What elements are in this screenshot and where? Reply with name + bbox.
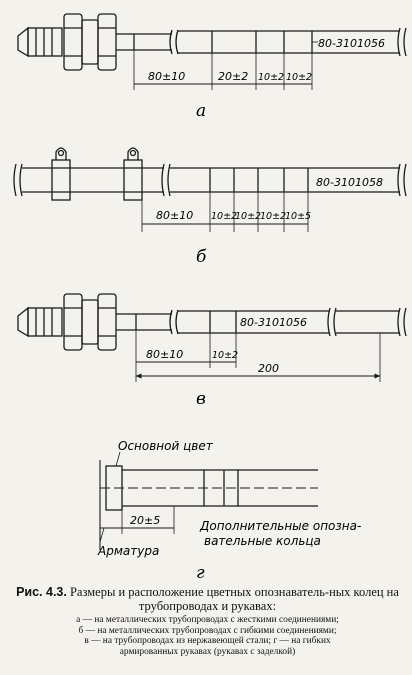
caption-text: Размеры и расположение цветных опознават… bbox=[69, 585, 399, 613]
caption-title: Рис. 4.3. Размеры и расположение цветных… bbox=[10, 585, 405, 613]
figure-v-pipe bbox=[17, 293, 407, 382]
code-b: 80-3101058 bbox=[316, 176, 383, 189]
dim-v-2: 10±2 bbox=[212, 350, 238, 361]
code-a: 80-3101056 bbox=[318, 37, 385, 50]
code-v: 80-3101056 bbox=[240, 316, 307, 329]
caption-prefix: Рис. 4.3. bbox=[16, 585, 67, 599]
dim-a-2: 20±2 bbox=[218, 70, 248, 83]
dim-v-3: 200 bbox=[258, 362, 279, 375]
dim-b-5: 10±5 bbox=[285, 211, 311, 222]
figure-caption: Рис. 4.3. Размеры и расположение цветных… bbox=[10, 585, 405, 657]
figure-drawing: 80±10 20±2 10±2 10±2 80-3101056 а 80±10 … bbox=[13, 13, 407, 583]
label-fitting: Арматура bbox=[97, 544, 159, 558]
dim-b-1: 80±10 bbox=[156, 209, 193, 222]
dim-b-4: 10±2 bbox=[260, 211, 286, 222]
label-main-color: Основной цвет bbox=[118, 439, 214, 453]
figure-a-pipe bbox=[17, 13, 407, 90]
dim-a-1: 80±10 bbox=[148, 70, 185, 83]
dim-b-2: 10±2 bbox=[211, 211, 237, 222]
legend-line: б — на металлических трубопроводах с гиб… bbox=[78, 625, 337, 636]
dim-a-4: 10±2 bbox=[286, 72, 312, 83]
legend-line: а — на металлических трубопроводах с жес… bbox=[76, 615, 339, 625]
letter-g: г bbox=[196, 563, 205, 583]
legend-line: армированных рукавах (рукавах с заделкой… bbox=[119, 646, 296, 657]
dim-v-1: 80±10 bbox=[146, 348, 183, 361]
caption-legend: а — на металлических трубопроводах с жес… bbox=[10, 615, 405, 657]
dim-a-3: 10±2 bbox=[258, 72, 284, 83]
figure-b-pipe bbox=[13, 147, 407, 232]
letter-a: а bbox=[196, 101, 206, 121]
label-extra-rings-1: Дополнительные опозна- bbox=[199, 519, 361, 533]
dim-g: 20±5 bbox=[130, 514, 160, 527]
letter-v: в bbox=[196, 389, 206, 409]
dim-b-3: 10±2 bbox=[235, 211, 261, 222]
letter-b: б bbox=[196, 247, 207, 267]
label-extra-rings-2: вательные кольца bbox=[204, 534, 321, 548]
figure-g-hose bbox=[99, 451, 318, 550]
legend-line: в — на трубопроводах из нержавеющей стал… bbox=[84, 636, 331, 647]
